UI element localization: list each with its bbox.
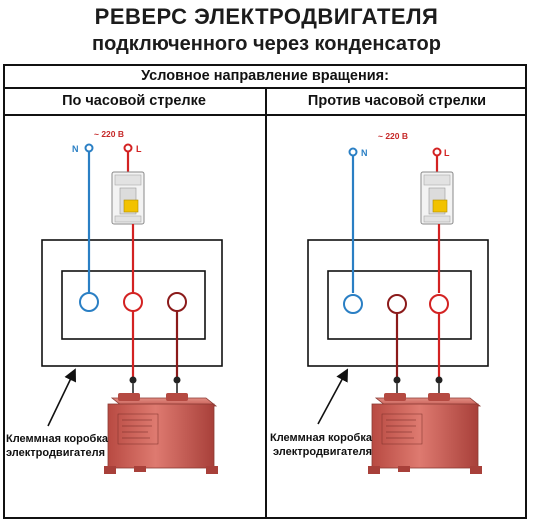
counterclockwise-diagram: N L ~ 220 В [270, 131, 489, 474]
neutral-terminal [348, 147, 358, 157]
terminal-box-pointer-arrow [47, 368, 76, 427]
neutral-terminal [84, 143, 94, 153]
capacitor [368, 376, 482, 474]
terminal-line [123, 292, 143, 312]
terminal-box-label-line-2: электродвигателя [273, 446, 372, 458]
neutral-label: N [361, 148, 368, 158]
terminal-box-label-line-2: электродвигателя [6, 447, 105, 459]
voltage-label: ~ 220 В [378, 131, 408, 141]
terminal-box-pointer-arrow [317, 368, 349, 425]
rotation-direction-header: Условное направление вращения: [141, 68, 389, 84]
terminal-line [429, 294, 449, 314]
terminal-capacitor [167, 292, 187, 312]
terminal-box-inner [327, 270, 472, 340]
column-label-clockwise: По часовой стрелке [62, 93, 206, 109]
capacitor [104, 376, 218, 474]
page-title-line-2: подключенного через конденсатор [92, 33, 441, 55]
line-terminal [123, 143, 133, 153]
terminal-neutral [79, 292, 99, 312]
line-label: L [136, 144, 142, 154]
voltage-label: ~ 220 В [94, 129, 124, 139]
terminal-capacitor [387, 294, 407, 314]
column-divider [265, 87, 267, 519]
terminal-neutral [343, 294, 363, 314]
circuit-breaker [420, 171, 454, 225]
line-terminal [432, 147, 442, 157]
clockwise-diagram: N L ~ 220 В [6, 129, 223, 474]
terminal-box-label-line-1: Клеммная коробка [6, 433, 109, 445]
page-title-line-1: РЕВЕРС ЭЛЕКТРОДВИГАТЕЛЯ [94, 4, 439, 29]
neutral-label: N [72, 144, 79, 154]
circuit-breaker [111, 171, 145, 225]
terminal-box-label-line-1: Клеммная коробка [270, 432, 373, 444]
line-label: L [444, 148, 450, 158]
column-label-counterclockwise: Против часовой стрелки [307, 93, 487, 109]
